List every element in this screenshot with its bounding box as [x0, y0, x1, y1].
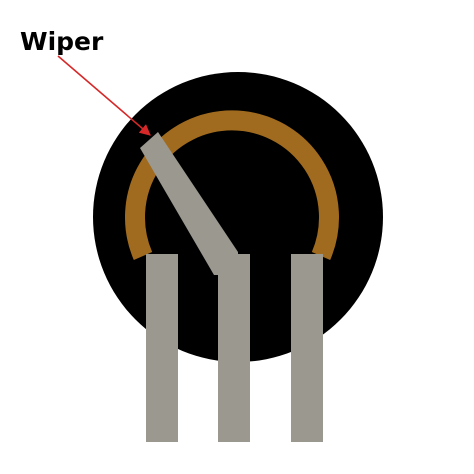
wiper-arm — [140, 132, 238, 275]
terminal-right — [291, 254, 323, 442]
terminal-wiper — [218, 254, 250, 442]
wiper-label: Wiper — [20, 27, 104, 56]
resistive-track — [125, 110, 339, 260]
terminal-left — [146, 254, 178, 442]
wiper-pointer-arrow — [57, 55, 151, 136]
